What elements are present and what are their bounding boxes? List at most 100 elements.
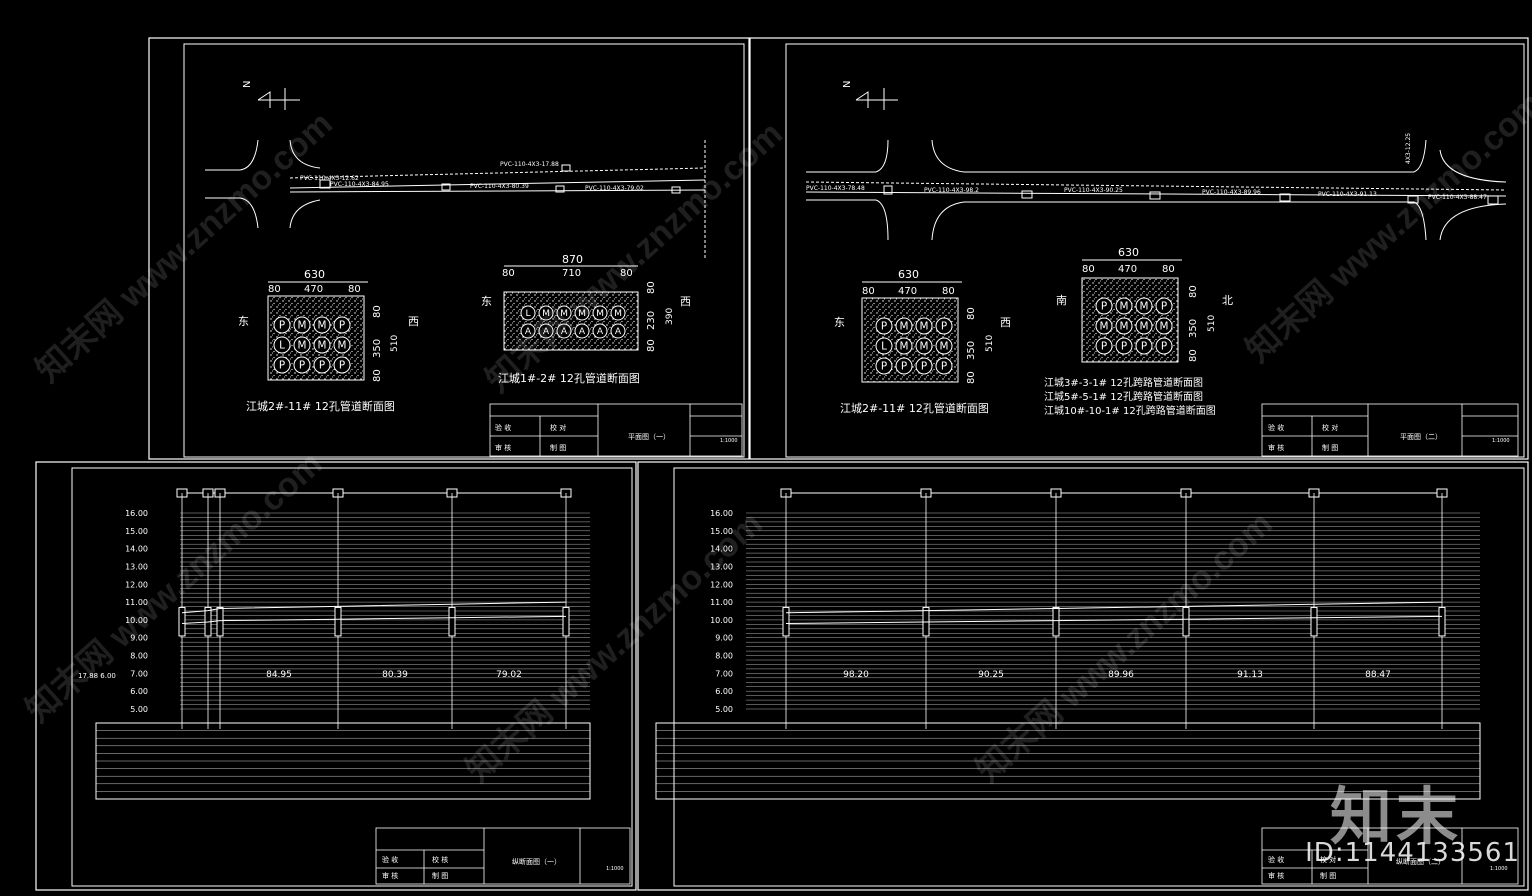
- dim: 80: [862, 286, 875, 297]
- duct-hole-label: P: [1101, 341, 1107, 353]
- tb-scale: 1:1000: [720, 438, 738, 444]
- tb-scale: 1:1000: [1492, 438, 1510, 444]
- tb-check: 验 收: [1268, 855, 1284, 864]
- dim: 80: [502, 268, 515, 279]
- title-block-4: 验 收 审 核 校 对 制 图 纵断面图（二） 1:1000: [1261, 827, 1519, 885]
- pipe-label: PVC-110-4X3-17.88: [500, 161, 559, 168]
- dim: 470: [898, 286, 917, 297]
- y-tick-label: 14.00: [125, 545, 148, 554]
- dim: 350: [966, 341, 977, 360]
- duct-hole-label: P: [279, 320, 285, 332]
- y-tick-label: 6.00: [715, 687, 733, 696]
- dim: 470: [1118, 264, 1137, 275]
- duct-hole-label: M: [1160, 321, 1169, 333]
- ground-line: [785, 601, 1443, 614]
- dim: 710: [562, 268, 581, 279]
- span-length: 91.13: [1237, 670, 1263, 680]
- dim: 470: [304, 284, 323, 295]
- north-label: N: [242, 81, 253, 88]
- dim: 80: [1188, 285, 1199, 298]
- y-tick-label: 7.00: [715, 669, 733, 678]
- duct-hole-label: A: [543, 327, 550, 337]
- north-arrow: N: [242, 81, 300, 110]
- duct-hole-label: P: [1121, 341, 1127, 353]
- duct-hole-label: M: [338, 340, 347, 352]
- y-tick-label: 11.00: [710, 598, 733, 607]
- duct-hole-label: M: [920, 321, 929, 333]
- span-length: 80.39: [382, 670, 408, 680]
- dir-right: 西: [680, 295, 691, 308]
- y-tick-label: 13.00: [710, 562, 733, 571]
- duct-hole: [1135, 317, 1153, 335]
- sheet-4-profile: 16.0015.0014.0013.0012.0011.0010.009.008…: [637, 461, 1529, 891]
- span-length: 90.25: [978, 670, 1004, 680]
- dim: 80: [646, 281, 657, 294]
- duct-hole-label: M: [614, 309, 622, 319]
- pipe-line: [181, 615, 567, 624]
- duct-hole: [875, 357, 893, 375]
- dim: 80: [372, 305, 383, 318]
- section-caption: 江城1#-2# 12孔管道断面图: [498, 371, 640, 385]
- road-plan-2: [805, 139, 1507, 241]
- duct-hole: [574, 305, 590, 321]
- section-caption: 江城10#-10-1# 12孔跨路管道断面图: [1044, 404, 1216, 417]
- span-length: 88.47: [1365, 670, 1391, 680]
- duct-hole: [273, 316, 291, 334]
- duct-hole: [1135, 297, 1153, 315]
- duct-hole-label: P: [299, 360, 305, 372]
- y-tick-label: 8.00: [130, 652, 148, 661]
- duct-hole-label: A: [525, 327, 532, 337]
- tb-draw: 制 图: [550, 443, 566, 452]
- dim: 350: [372, 339, 383, 358]
- duct-hole-label: M: [318, 340, 327, 352]
- duct-hole: [915, 357, 933, 375]
- sheet-1-plan: N PVC-110-4X3-12.62 PVC-110-4X3-84.95 PV…: [148, 37, 750, 460]
- duct-hole: [895, 337, 913, 355]
- pipe-well: [448, 606, 456, 637]
- duct-hole: [592, 305, 608, 321]
- y-tick-label: 13.00: [125, 562, 148, 571]
- dim: 80: [646, 339, 657, 352]
- y-tick-label: 5.00: [715, 705, 733, 714]
- duct-hole: [895, 317, 913, 335]
- duct-hole-label: P: [881, 321, 887, 333]
- duct-hole-label: M: [940, 341, 949, 353]
- span-length: 98.20: [843, 670, 869, 680]
- duct-hole: [313, 356, 331, 374]
- duct-hole-label: M: [596, 309, 604, 319]
- tb-design: 校 对: [550, 423, 566, 432]
- duct-hole: [1135, 337, 1153, 355]
- dim-top: 870: [562, 253, 583, 266]
- pipe-label: PVC-110-4X3-89.96: [1202, 189, 1261, 196]
- dim: 80: [1188, 349, 1199, 362]
- duct-hole-label: M: [318, 320, 327, 332]
- pipe-label: PVC-110-4X3-90.25: [1064, 187, 1123, 194]
- pipe-well: [1182, 606, 1190, 637]
- duct-hole-label: P: [319, 360, 325, 372]
- duct-hole: [333, 316, 351, 334]
- dir-left: 东: [238, 315, 249, 328]
- duct-hole: [1115, 297, 1133, 315]
- duct-hole: [875, 317, 893, 335]
- duct-hole: [293, 356, 311, 374]
- duct-hole-label: A: [615, 327, 622, 337]
- section-caption: 江城3#-3-1# 12孔跨路管道断面图: [1044, 376, 1203, 389]
- duct-hole: [273, 336, 291, 354]
- y-tick-label: 10.00: [125, 616, 148, 625]
- pipe-label: PVC-110-4X3-12.62: [300, 175, 359, 182]
- duct-hole-label: M: [560, 309, 568, 319]
- north-label: N: [842, 81, 853, 88]
- tb-design: 校 对: [1320, 855, 1336, 864]
- y-tick-label: 5.00: [130, 705, 148, 714]
- tb-scale: 1:1000: [1490, 866, 1508, 872]
- duct-hole: [293, 336, 311, 354]
- dir-right: 西: [408, 315, 419, 328]
- duct-hole-label: P: [1161, 301, 1167, 313]
- span-length: 89.96: [1108, 670, 1134, 680]
- profile-chart-1: 16.0015.0014.0013.0012.0011.0010.009.008…: [78, 488, 591, 800]
- y-tick-label: 11.00: [125, 598, 148, 607]
- y-tick-label: 15.00: [710, 527, 733, 536]
- y-tick-label: 16.00: [125, 509, 148, 518]
